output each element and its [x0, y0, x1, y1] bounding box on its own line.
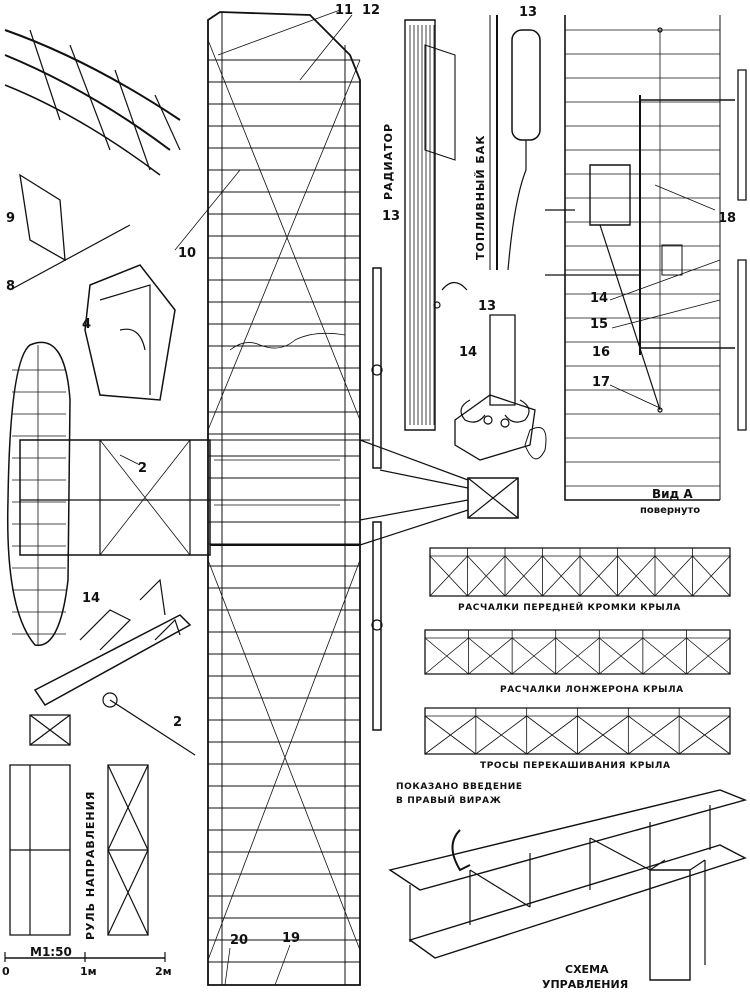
- callout-2-skid: 2: [173, 715, 183, 730]
- panel-brace: [580, 556, 618, 596]
- callout-4: 4: [82, 317, 92, 332]
- scale-ratio: М1:50: [30, 945, 72, 959]
- panel-brace: [476, 716, 527, 754]
- callout-12: 12: [362, 3, 381, 18]
- panel-brace: [527, 716, 578, 754]
- radiator-label: РАДИАТОР: [382, 122, 395, 200]
- callout-13-radiator: 13: [382, 209, 401, 224]
- panel-brace: [686, 638, 730, 674]
- panel-brace: [430, 556, 468, 596]
- radiator-drawing: [405, 20, 467, 430]
- part-14-skid: [35, 580, 195, 755]
- propellers: [360, 268, 518, 730]
- scale-2m: 2м: [155, 965, 172, 978]
- main-wing-plan: [208, 12, 360, 985]
- panel-brace: [505, 556, 543, 596]
- panel-brace: [628, 716, 679, 754]
- engine-mount-detail: [455, 315, 546, 460]
- rudder-label: РУЛЬ НАПРАВЛЕНИЯ: [84, 790, 97, 940]
- panel-brace: [578, 716, 629, 754]
- panel-brace: [679, 716, 730, 754]
- panel-brace: [425, 638, 469, 674]
- panel-brace: [618, 556, 656, 596]
- callout-13-mount: 13: [478, 299, 497, 314]
- panel-brace: [556, 638, 600, 674]
- bracing-panel-spar: [425, 630, 730, 674]
- panel-brace: [655, 556, 693, 596]
- scale-zero: 0: [2, 965, 10, 978]
- callout-17: 17: [592, 375, 611, 390]
- center-frame: [20, 440, 370, 555]
- callout-9: 9: [6, 211, 16, 226]
- panel-brace: [693, 556, 731, 596]
- rib-detail-topleft: [5, 30, 180, 175]
- bracing-panel-warping: [425, 708, 730, 754]
- callout-13-tank: 13: [519, 5, 538, 20]
- rudder-drawing: [10, 715, 148, 935]
- shown-turn-line2: В ПРАВЫЙ ВИРАЖ: [396, 796, 502, 806]
- control-scheme-3d: [390, 790, 745, 980]
- panel-brace: [512, 638, 556, 674]
- rotated-label: повернуто: [640, 505, 701, 516]
- callout-14-mount: 14: [459, 345, 478, 360]
- caption-spar-bracing: РАСЧАЛКИ ЛОНЖЕРОНА КРЫЛА: [500, 685, 684, 695]
- view-a-drawing: [545, 15, 746, 500]
- callout-11: 11: [335, 3, 354, 18]
- view-a-label: Вид А: [652, 487, 693, 501]
- shown-turn-line1: ПОКАЗАНО ВВЕДЕНИЕ: [396, 782, 523, 792]
- callout-14-viewa: 14: [590, 291, 609, 306]
- panel-brace: [643, 638, 687, 674]
- scale-1m: 1м: [80, 965, 97, 978]
- bracing-panel-leading-edge: [430, 548, 730, 596]
- caption-leading-edge-bracing: РАСЧАЛКИ ПЕРЕДНЕЙ КРОМКИ КРЫЛА: [458, 603, 681, 613]
- callout-18: 18: [718, 211, 737, 226]
- leader-lines: [120, 10, 720, 985]
- callout-15: 15: [590, 317, 609, 332]
- callout-14-skid: 14: [82, 591, 101, 606]
- panel-brace: [543, 556, 581, 596]
- callout-16: 16: [592, 345, 611, 360]
- callout-2-frame: 2: [138, 461, 148, 476]
- panel-brace: [469, 638, 513, 674]
- control-scheme-title-line1: СХЕМА: [565, 963, 609, 976]
- scale-bar: [5, 952, 165, 962]
- caption-warping-cables: ТРОСЫ ПЕРЕКАШИВАНИЯ КРЫЛА: [480, 761, 671, 771]
- elevator-plan: [8, 342, 70, 645]
- panel-brace: [425, 716, 476, 754]
- callout-8: 8: [6, 279, 16, 294]
- fuel-tank-drawing: [490, 15, 540, 270]
- part-9-detail: [10, 175, 130, 290]
- panel-brace: [468, 556, 506, 596]
- control-scheme-title-line2: УПРАВЛЕНИЯ: [542, 978, 629, 991]
- panel-brace: [599, 638, 643, 674]
- callout-19: 19: [282, 931, 301, 946]
- callout-10: 10: [178, 246, 197, 261]
- fuel-tank-label: ТОПЛИВНЫЙ БАК: [474, 134, 487, 260]
- part-4-detail: [85, 265, 175, 400]
- callout-20: 20: [230, 933, 249, 948]
